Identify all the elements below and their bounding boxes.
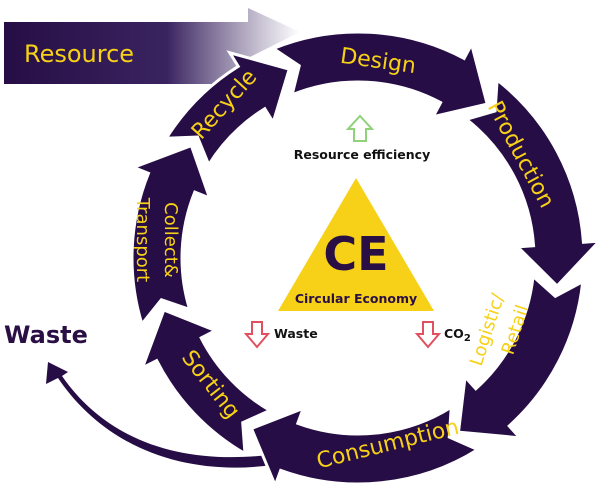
cycle-segment-collect-transport	[129, 143, 213, 328]
ce-abbr: CE	[323, 227, 388, 281]
resource-efficiency-label: Resource efficiency	[294, 147, 430, 162]
cycle-segment-sorting	[139, 308, 274, 457]
waste-indicator: Waste	[243, 321, 318, 349]
ce-center: CE Circular Economy	[278, 178, 434, 311]
stage-label-collect-transport-line2: Transport	[132, 197, 153, 282]
arrow-down-outline-icon	[414, 321, 442, 349]
cycle-segment-logistic-retail	[456, 273, 585, 440]
ce-title: Circular Economy	[295, 291, 417, 306]
waste-indicator-label: Waste	[274, 326, 318, 341]
resource-label: Resource	[24, 40, 134, 68]
arrow-down-outline-icon	[243, 321, 271, 349]
cycle-segment-production	[463, 76, 603, 289]
cycle-segment-consumption	[249, 404, 481, 490]
resource-efficiency-indicator: Resource efficiency	[294, 114, 430, 162]
arrow-up-outline-icon	[345, 114, 375, 142]
cycle-segment-recycle	[163, 50, 292, 169]
cycle-segment-design	[270, 30, 490, 119]
arrow-right-icon	[4, 8, 300, 84]
cycle-ring	[129, 30, 603, 490]
ce-triangle	[278, 178, 434, 311]
co2-indicator-label: CO2	[444, 326, 471, 344]
co2-indicator: CO2	[414, 321, 471, 349]
stage-label-collect-transport-line1: Collect&	[160, 202, 181, 278]
waste-output-label: Waste	[4, 321, 88, 349]
resource-input-arrow: Resource	[4, 8, 300, 84]
